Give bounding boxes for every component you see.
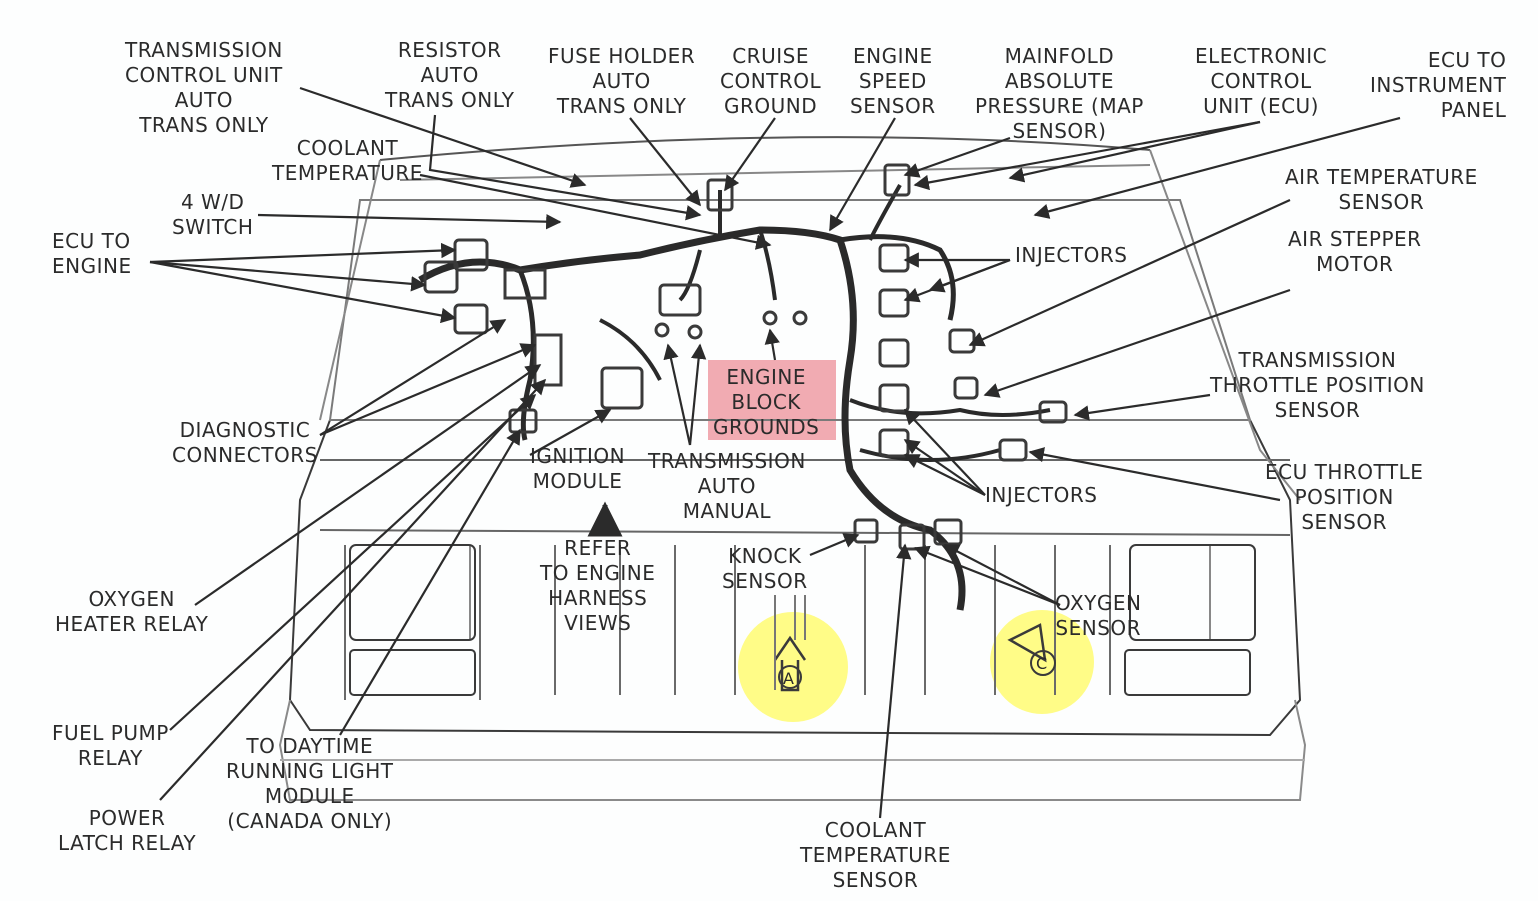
label-air-temperature-sensor: AIR TEMPERATURE SENSOR (1285, 165, 1478, 214)
leader-ecu-2 (1008, 120, 1261, 183)
label-transmission-tps: TRANSMISSION THROTTLE POSITION SENSOR (1210, 348, 1425, 422)
label-ecu-to-instrument-panel: ECU TO INSTRUMENT PANEL (1370, 48, 1507, 122)
label-engine-speed-sensor: ENGINE SPEED SENSOR (850, 44, 936, 118)
label-engine-block-grounds: ENGINE BLOCK GROUNDS (713, 365, 820, 439)
leader-fuse-holder (629, 117, 701, 207)
leader-map (903, 136, 1011, 178)
label-oxygen-sensor: OXYGEN SENSOR (1055, 591, 1142, 640)
leader-coolant-sensor (878, 543, 912, 819)
leader-injectors-4 (903, 408, 986, 496)
leader-ecu-engine-3 (149, 260, 457, 324)
leader-air-stepper (983, 288, 1291, 398)
leader-ignition (529, 409, 612, 456)
leader-o2-2 (943, 544, 1061, 606)
leader-coolant-temp (419, 173, 772, 250)
label-ignition-module: IGNITION MODULE (530, 444, 626, 493)
leader-o2-heater (194, 364, 542, 606)
label-cruise-control-ground: CRUISE CONTROL GROUND (720, 44, 822, 118)
label-daytime-running-light: TO DAYTIME RUNNING LIGHT MODULE (CANADA … (226, 734, 394, 833)
leader-fuel-pump (169, 393, 537, 731)
leader-tcu (299, 86, 587, 188)
leader-injectors-6 (903, 439, 986, 496)
label-injectors-bottom: INJECTORS (985, 483, 1098, 507)
label-electronic-control-unit: ELECTRONIC CONTROL UNIT (ECU) (1195, 44, 1328, 118)
label-ecu-to-engine: ECU TO ENGINE (52, 229, 132, 278)
label-power-latch-relay: POWER LATCH RELAY (58, 806, 197, 855)
leader-4wd (257, 213, 562, 230)
left-parking-light (349, 649, 476, 696)
label-oxygen-heater-relay: OXYGEN HEATER RELAY (55, 587, 209, 636)
label-injectors-top: INJECTORS (1015, 243, 1128, 267)
right-headlight (1129, 544, 1256, 641)
leader-air-temp (968, 198, 1291, 347)
label-fuel-pump-relay: FUEL PUMP RELAY (52, 721, 169, 770)
leader-ground-3 (764, 328, 780, 361)
view-c-highlight (990, 610, 1094, 714)
leader-engine-speed (829, 117, 896, 232)
leader-ground-2 (688, 343, 707, 446)
engine-block-grounds-highlight (708, 360, 836, 440)
leader-tps-ecu (1028, 447, 1281, 502)
label-fuse-holder: FUSE HOLDER AUTO TRANS ONLY (548, 44, 696, 118)
label-air-stepper-motor: AIR STEPPER MOTOR (1288, 227, 1422, 276)
label-diagnostic-connectors: DIAGNOSTIC CONNECTORS (172, 418, 318, 467)
main-harness-trunk (418, 226, 966, 611)
leader-ecu-engine-2 (149, 260, 427, 292)
label-transmission-control-unit: TRANSMISSION CONTROL UNIT AUTO TRANS ONL… (125, 38, 283, 137)
label-transmission-auto-manual: TRANSMISSION AUTO MANUAL (648, 449, 806, 523)
view-c-marker: C (1036, 654, 1048, 673)
right-parking-light (1124, 649, 1251, 696)
label-coolant-temperature: COOLANT TEMPERATURE (272, 136, 423, 185)
leader-knock (809, 533, 860, 557)
label-4wd-switch: 4 W/D SWITCH (172, 190, 254, 239)
leader-cruise-ground (724, 117, 776, 192)
leader-daytime (339, 428, 521, 736)
leader-ecu-1 (913, 120, 1261, 191)
leader-ecu-instrument (1033, 116, 1401, 219)
label-resistor-auto-trans: RESISTOR AUTO TRANS ONLY (385, 38, 515, 112)
label-map-sensor: MAINFOLD ABSOLUTE PRESSURE (MAP SENSOR) (975, 44, 1144, 143)
leader-diagnostic-1 (319, 319, 507, 436)
label-knock-sensor: KNOCK SENSOR (722, 544, 808, 593)
leader-o2-1 (913, 545, 1061, 607)
label-refer-to-engine-harness: REFER TO ENGINE HARNESS VIEWS (540, 536, 656, 635)
leader-tps-trans (1073, 393, 1211, 421)
leader-injectors-5 (903, 454, 986, 496)
view-a-marker: A (783, 669, 795, 688)
label-ecu-tps: ECU THROTTLE POSITION SENSOR (1265, 460, 1424, 534)
firewall-edge (379, 136, 1151, 161)
front-bumper (278, 699, 1307, 801)
leader-diagnostic-2 (319, 343, 537, 437)
left-headlight (349, 544, 476, 641)
leader-power-latch (159, 378, 547, 801)
leader-resistor (428, 114, 702, 221)
leader-ecu-engine-1 (149, 242, 457, 264)
leader-ground-1 (663, 343, 692, 446)
leader-injectors-3 (928, 258, 1011, 293)
label-coolant-temperature-sensor: COOLANT TEMPERATURE SENSOR (800, 818, 951, 892)
